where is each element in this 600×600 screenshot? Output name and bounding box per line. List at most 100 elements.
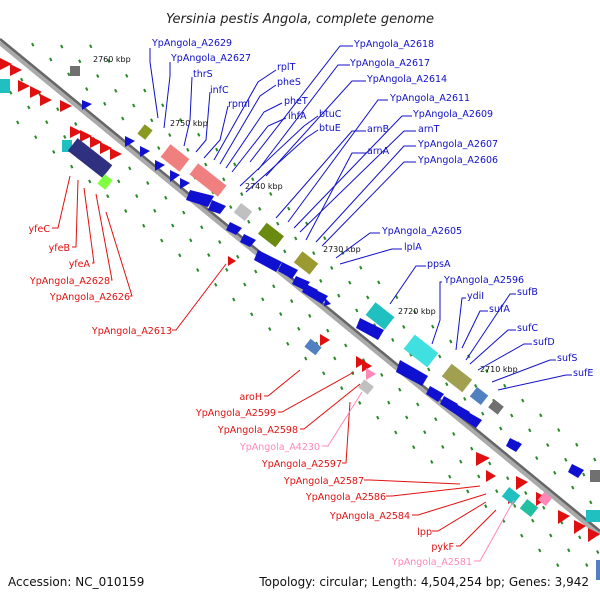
- forward-gene-arrow: [226, 222, 242, 235]
- position-tick: [412, 445, 416, 450]
- gene-label: YpAngola_A2596: [443, 275, 524, 286]
- forward-gene-arrow: [356, 318, 384, 340]
- position-tick: [575, 442, 579, 447]
- position-tick: [330, 265, 334, 270]
- position-tick: [240, 192, 244, 197]
- forward-gene-arrow: [452, 404, 470, 420]
- position-tick: [308, 313, 312, 318]
- reverse-gene-arrow: [40, 94, 52, 106]
- gene-box: [70, 66, 80, 76]
- position-tick: [344, 343, 348, 348]
- position-tick: [196, 268, 200, 272]
- gene-box: [67, 138, 113, 178]
- reverse-gene-arrow: [320, 334, 330, 346]
- reverse-gene-arrow: [366, 368, 376, 380]
- position-tick: [488, 461, 492, 466]
- position-tick: [430, 459, 434, 464]
- position-tick: [272, 284, 276, 289]
- position-tick: [85, 87, 89, 91]
- position-tick: [499, 426, 503, 431]
- gene-label: YpAngola_A4230: [239, 442, 320, 453]
- gene-box: [403, 334, 439, 368]
- position-tick: [74, 122, 78, 126]
- position-tick: [521, 398, 525, 403]
- position-tick: [132, 103, 136, 108]
- position-tick: [207, 253, 211, 258]
- accession-text: Accession: NC_010159: [8, 575, 144, 589]
- position-tick: [542, 505, 546, 510]
- reverse-gene-arrow: [18, 80, 30, 92]
- position-tick: [340, 386, 344, 391]
- position-tick: [459, 459, 463, 464]
- position-tick: [366, 295, 370, 300]
- gene-label: infC: [210, 85, 229, 96]
- position-tick: [283, 249, 287, 254]
- position-tick: [232, 297, 236, 302]
- position-tick: [524, 491, 528, 495]
- position-tick: [438, 354, 442, 359]
- scale-label: 2720 kbp: [398, 307, 436, 316]
- position-tick: [20, 77, 24, 82]
- gene-label: YpAngola_A2628: [29, 276, 110, 287]
- forward-gene-arrow: [254, 250, 282, 272]
- position-tick: [589, 500, 593, 505]
- position-tick: [160, 238, 164, 243]
- position-tick: [135, 194, 139, 198]
- position-tick: [538, 548, 542, 553]
- position-tick: [70, 164, 74, 169]
- position-tick: [45, 120, 49, 125]
- position-tick: [114, 88, 118, 93]
- position-tick: [107, 59, 111, 64]
- gene-label: YpAngola_A2627: [170, 53, 251, 64]
- gene-label: sufS: [557, 353, 577, 364]
- position-tick: [269, 191, 273, 196]
- position-tick: [243, 282, 247, 287]
- reverse-gene-arrow: [80, 130, 92, 142]
- position-tick: [337, 293, 341, 298]
- position-tick: [546, 443, 550, 447]
- gene-label: arnB: [367, 124, 389, 135]
- position-tick: [233, 162, 237, 167]
- position-tick: [96, 74, 100, 78]
- position-tick: [103, 101, 107, 106]
- position-tick: [197, 132, 201, 137]
- gene-label: pheT: [284, 96, 308, 107]
- gene-label: pheS: [277, 77, 301, 88]
- gene-box: [293, 251, 319, 275]
- position-tick: [297, 326, 301, 331]
- gene-box: [519, 498, 539, 518]
- reverse-gene-arrow: [0, 58, 12, 70]
- position-tick: [503, 383, 507, 388]
- gene-box: [233, 202, 253, 222]
- reverse-gene-arrow: [100, 142, 112, 154]
- scale-label: 2710 kbp: [480, 365, 518, 374]
- gene-box: [160, 144, 190, 172]
- position-tick: [539, 413, 543, 418]
- reverse-gene-arrow: [486, 470, 496, 482]
- gene-label: rplT: [277, 62, 296, 73]
- gene-label: pykF: [431, 542, 454, 553]
- position-tick: [528, 428, 532, 433]
- position-tick: [214, 282, 218, 287]
- position-tick: [596, 550, 600, 554]
- map-title: Yersinia pestis Angola, complete genome: [166, 12, 434, 27]
- position-tick: [398, 387, 402, 392]
- gene-label: yfeA: [69, 259, 91, 270]
- position-tick: [142, 223, 146, 228]
- position-tick: [348, 280, 352, 285]
- position-tick: [78, 59, 82, 64]
- reverse-gene-arrow: [10, 64, 22, 76]
- gene-box: [469, 386, 489, 406]
- reverse-gene-arrow: [60, 100, 72, 112]
- position-tick: [279, 312, 283, 317]
- gene-label: YpAngola_A2609: [412, 109, 493, 120]
- gene-label: thrS: [193, 69, 213, 80]
- position-tick: [449, 339, 453, 344]
- gene-label: YpAngola_A2607: [417, 139, 498, 150]
- position-tick: [355, 308, 359, 313]
- gene-label: ydiI: [467, 291, 484, 302]
- position-tick: [56, 107, 60, 112]
- position-tick: [495, 489, 499, 494]
- forward-gene-arrow: [278, 262, 298, 279]
